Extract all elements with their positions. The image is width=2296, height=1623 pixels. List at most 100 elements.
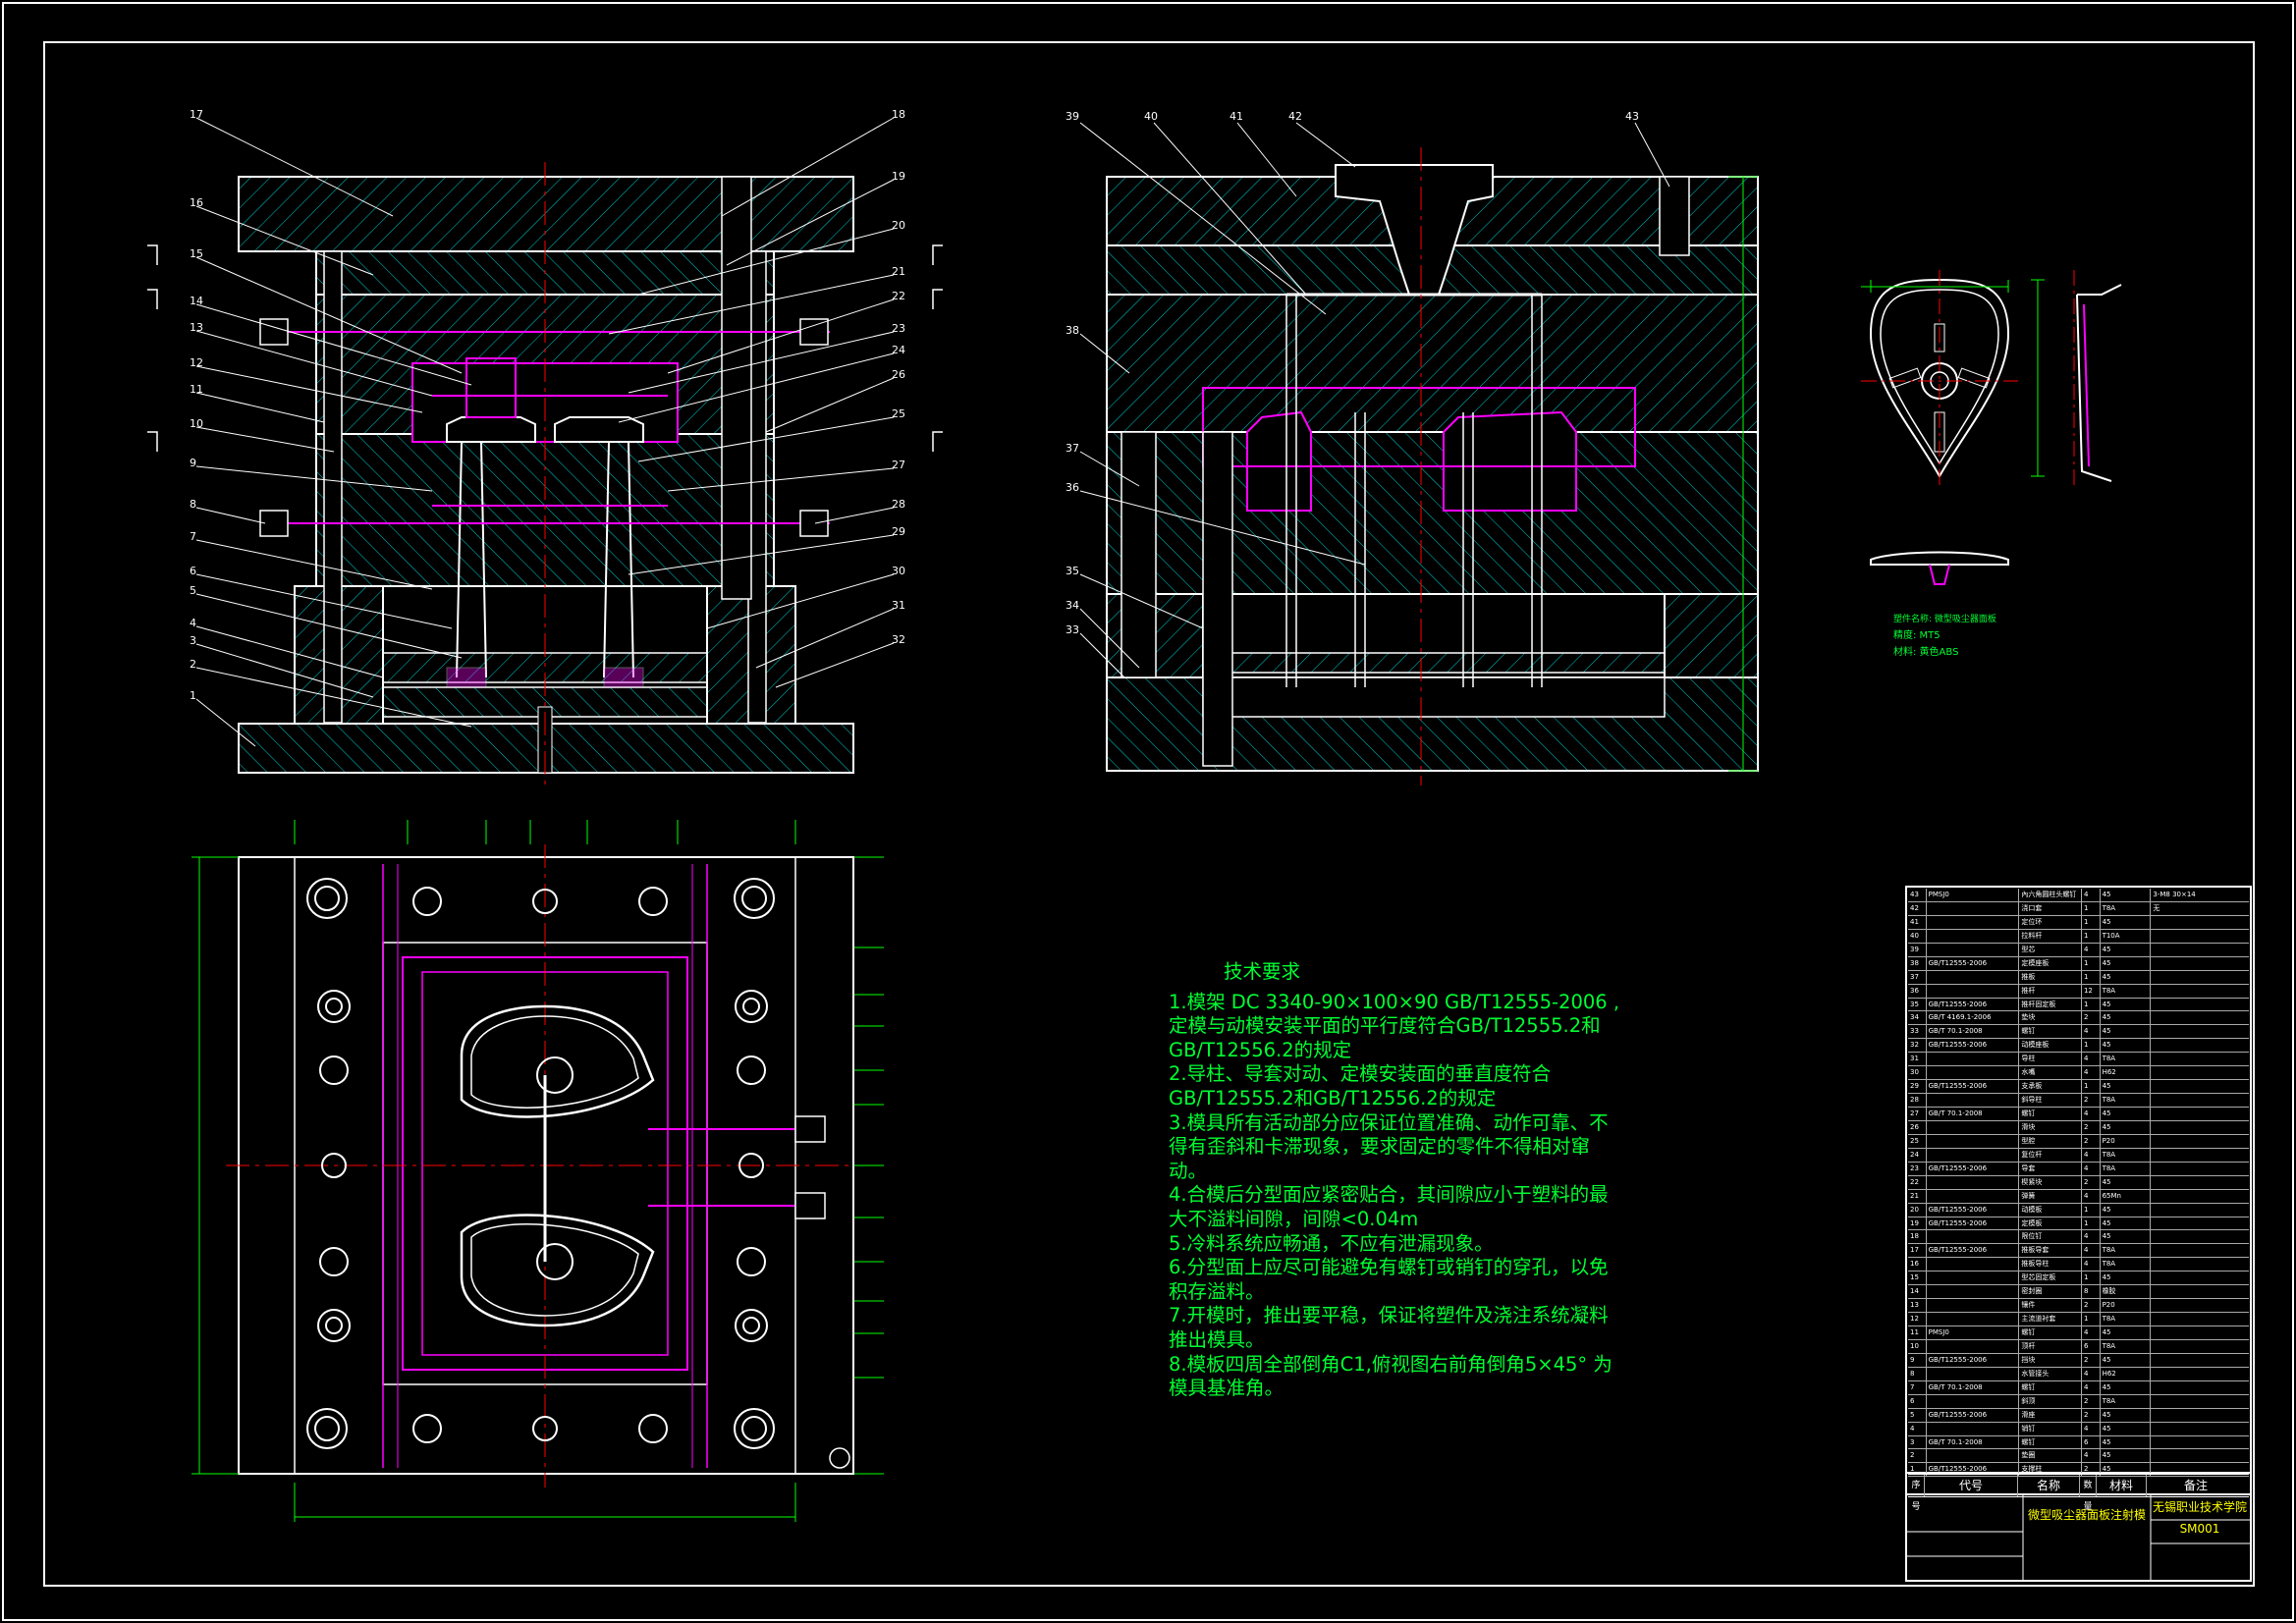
bom-cell: 斜导柱 — [2019, 1094, 2082, 1107]
tech-item-2: 2.导柱、导套对动、定模安装面的垂直度符合GB/T12555.2和GB/T125… — [1169, 1062, 1552, 1109]
bom-cell: 螺钉 — [2019, 1435, 2082, 1449]
part-label-32: 32 — [892, 633, 905, 646]
bom-cell: 33 — [1908, 1025, 1927, 1039]
part-label-40: 40 — [1144, 110, 1158, 123]
bom-cell: 螺钉 — [2019, 1326, 2082, 1339]
bom-cell — [2151, 1340, 2249, 1353]
bom-cell — [2151, 1053, 2249, 1065]
part-label-8: 8 — [190, 498, 196, 511]
bom-cell: 2 — [2082, 1175, 2101, 1189]
bom-cell: T8A — [2101, 1313, 2152, 1325]
bom-cell: GB/T 70.1-2008 — [1927, 1380, 2020, 1394]
tech-item-4: 4.合模后分型面应紧密贴合，其间隙应小于塑料的最大不溢料间隙，间隙<0.04m — [1169, 1183, 1609, 1230]
bom-cell: 垫圈 — [2019, 1449, 2082, 1463]
bom-cell — [1927, 1175, 2020, 1189]
bom-cell: 11 — [1908, 1326, 1927, 1339]
bom-cell: 顶杆 — [2019, 1339, 2082, 1353]
bom-cell: GB/T12555-2006 — [1927, 956, 2020, 970]
bom-cell: 45 — [2101, 1408, 2152, 1422]
part-label-10: 10 — [190, 417, 203, 430]
bom-cell — [2151, 1176, 2249, 1189]
bom-cell: 螺钉 — [2019, 1025, 2082, 1039]
bom-cell: 2 — [2082, 1011, 2101, 1025]
bom-cell: 1 — [2082, 929, 2101, 943]
bom-cell — [2151, 1285, 2249, 1298]
bom-cell: 导套 — [2019, 1162, 2082, 1175]
bom-cell: 8 — [1908, 1367, 1927, 1380]
bom-cell — [2151, 1025, 2249, 1038]
bom-cell: T8A — [2101, 1244, 2152, 1258]
bom-cell: 销钉 — [2019, 1422, 2082, 1435]
bom-cell: 45 — [2101, 889, 2152, 901]
bom-cell: H62 — [2101, 1367, 2152, 1380]
part-label-15: 15 — [190, 247, 203, 260]
part-label-20: 20 — [892, 219, 905, 232]
bom-cell — [1927, 1148, 2020, 1162]
bom-cell: 推杆固定板 — [2019, 998, 2082, 1011]
bom-header-material: 材料 — [2097, 1475, 2147, 1496]
bom-cell: 1 — [1908, 1463, 1927, 1477]
part-label-31: 31 — [892, 599, 905, 612]
bom-cell: 4 — [2082, 1148, 2101, 1162]
bom-cell: 型芯固定板 — [2019, 1271, 2082, 1285]
bom-cell: GB/T 70.1-2008 — [1927, 1108, 2020, 1120]
inner-frame — [43, 41, 2255, 1587]
part-label-9: 9 — [190, 457, 196, 469]
bom-cell — [2151, 1436, 2249, 1449]
bom-cell: 水管接头 — [2019, 1367, 2082, 1380]
bom-cell: 45 — [2101, 1080, 2152, 1094]
bom-cell: 1 — [2082, 1039, 2101, 1053]
bom-cell — [2151, 1395, 2249, 1408]
bom-cell: 21 — [1908, 1189, 1927, 1203]
bom-cell: 2 — [1908, 1449, 1927, 1463]
part-label-11: 11 — [190, 383, 203, 396]
bom-cell: 45 — [2101, 1463, 2152, 1477]
part-label-3: 3 — [190, 634, 196, 647]
bom-cell: 34 — [1908, 1011, 1927, 1025]
bom-cell: GB/T 4169.1-2006 — [1927, 1011, 2020, 1025]
bom-cell: 13 — [1908, 1299, 1927, 1313]
bom-cell: 45 — [2101, 1120, 2152, 1134]
bom-cell: 1 — [2082, 956, 2101, 970]
bom-header-name: 名称 — [2018, 1475, 2080, 1496]
part-label-36: 36 — [1066, 481, 1079, 494]
bom-cell: 1 — [2082, 1203, 2101, 1217]
bom-cell: 4 — [2082, 943, 2101, 956]
part-note-precision: 精度: MT5 — [1893, 628, 1941, 641]
bom-cell: 滑座 — [2019, 1408, 2082, 1422]
bom-cell — [2151, 1190, 2249, 1203]
bom-cell: 型腔 — [2019, 1134, 2082, 1148]
bom-cell: 1 — [2082, 901, 2101, 915]
bom-header-qty: 数量 — [2080, 1475, 2097, 1512]
bom-cell: 2 — [2082, 1094, 2101, 1107]
bom-cell: 4 — [2082, 1258, 2101, 1271]
bom-cell — [2151, 971, 2249, 984]
part-label-4: 4 — [190, 617, 196, 629]
bom-cell — [1927, 915, 2020, 929]
bom-cell: 4 — [2082, 1066, 2101, 1080]
bom-cell: 15 — [1908, 1271, 1927, 1285]
bom-cell — [2151, 1368, 2249, 1380]
bom-cell: 4 — [2082, 1326, 2101, 1339]
bom-cell: 4 — [2082, 1162, 2101, 1175]
company-name: 无锡职业技术学院 — [2152, 1500, 2247, 1514]
bom-cell — [1927, 1449, 2020, 1463]
bom-cell — [2151, 1217, 2249, 1230]
bom-cell: 2 — [2082, 1353, 2101, 1367]
bom-cell — [1927, 1120, 2020, 1134]
bom-cell: 45 — [2101, 1422, 2152, 1435]
part-label-13: 13 — [190, 321, 203, 334]
bom-cell — [1927, 1313, 2020, 1325]
bom-cell: 31 — [1908, 1053, 1927, 1066]
